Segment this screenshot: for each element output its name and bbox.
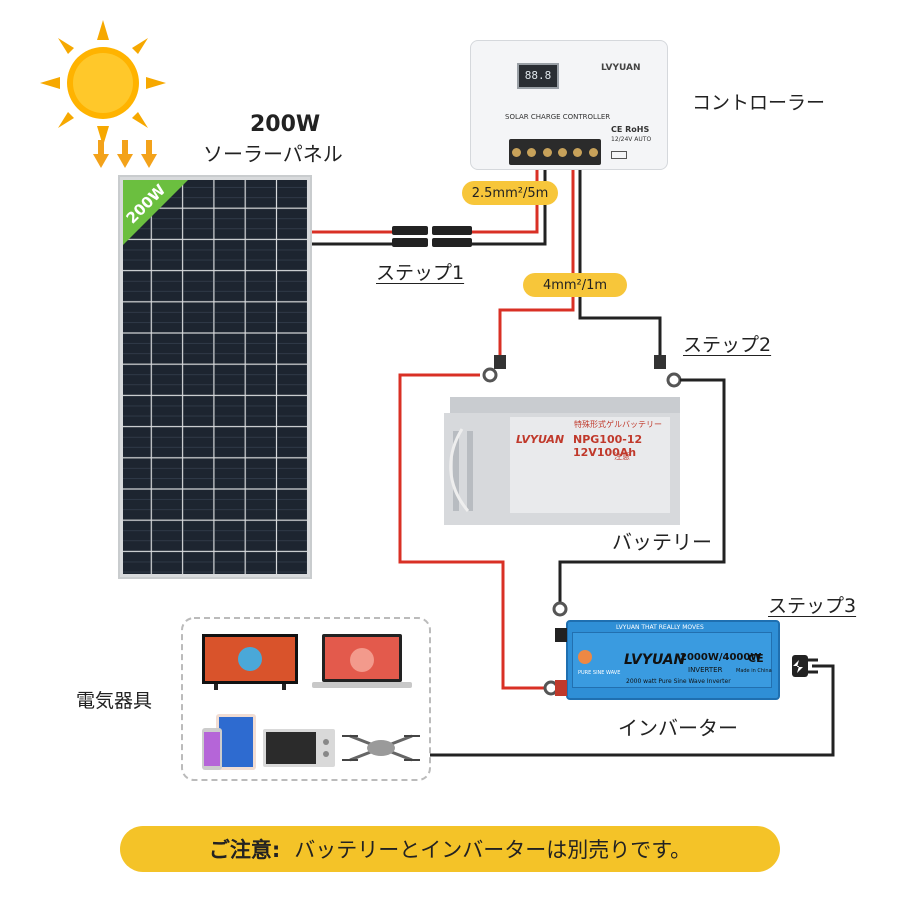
ac-output-wire	[430, 664, 835, 757]
microwave-icon	[262, 728, 336, 768]
inverter-made: Made in China	[736, 668, 772, 674]
inverter: LVYUAN THAT REALLY MOVES LVYUAN 2000W/40…	[566, 620, 780, 700]
battery-warning: 注意	[614, 452, 630, 461]
drone-icon	[340, 728, 422, 768]
inverter-tagline: LVYUAN THAT REALLY MOVES	[616, 624, 704, 631]
step2-label: ステップ2	[683, 334, 772, 356]
inverter-subtitle: 2000 watt Pure Sine Wave Inverter	[626, 678, 731, 685]
battery-negative-wire	[578, 160, 662, 355]
inverter-positive-terminal	[555, 680, 567, 696]
battery: LVYUAN 特殊形式ゲルバッテリー NPG100-12 12V100Ah 注意	[440, 385, 685, 533]
panel-wattage-title: 200W	[250, 112, 321, 137]
tv-icon	[200, 632, 300, 690]
controller-lcd: 88.8	[517, 63, 559, 89]
charge-controller: 88.8 LVYUAN SOLAR CHARGE CONTROLLER CE R…	[470, 40, 668, 170]
battery-name: バッテリー	[612, 530, 712, 554]
battery-cable-label: 4mm²/1m	[523, 273, 627, 297]
inverter-negative-terminal	[555, 628, 567, 642]
controller-model-text: SOLAR CHARGE CONTROLLER	[505, 113, 611, 121]
plug-icon	[792, 655, 818, 677]
appliances-name: 電気器具	[76, 690, 153, 712]
step1-label: ステップ1	[376, 262, 465, 284]
inverter-name: インバーター	[618, 716, 738, 740]
step3-label: ステップ3	[768, 595, 857, 617]
controller-brand: LVYUAN	[601, 63, 641, 73]
phone-tablet-icon	[200, 712, 258, 772]
battery-type: 特殊形式ゲルバッテリー	[574, 420, 662, 429]
panel-cable-label: 2.5mm²/5m	[462, 181, 558, 205]
inverter-logo-icon	[578, 650, 592, 664]
inverter-positive-wire	[398, 373, 545, 690]
laptop-icon	[312, 632, 412, 690]
notice-text: バッテリーとインバーターは別売りです。	[294, 838, 692, 862]
battery-model: NPG100-12 12V100Ah	[573, 433, 643, 459]
controller-voltage: 12/24V AUTO	[611, 136, 652, 143]
inverter-brand: LVYUAN	[624, 652, 686, 668]
battery-positive-wire	[498, 160, 575, 355]
notice-prefix: ご注意:	[208, 838, 281, 862]
sunlight-arrows-icon	[92, 138, 160, 172]
controller-cert: CE RoHS	[611, 125, 650, 134]
inverter-sine: PURE SINE WAVE	[578, 670, 621, 676]
inverter-negative-wire	[558, 378, 726, 602]
battery-brand: LVYUAN	[516, 433, 565, 446]
usb-icon	[611, 151, 627, 159]
controller-terminal-block	[509, 139, 601, 165]
solar-panel: 200W	[118, 175, 312, 579]
inverter-sub: INVERTER	[688, 666, 723, 674]
controller-name: コントローラー	[692, 92, 826, 114]
mc4-connector	[392, 226, 472, 247]
inverter-cert: CE	[748, 652, 764, 665]
appliances-box	[181, 617, 431, 781]
inverter-rating: 2000W/4000W	[680, 652, 762, 663]
sun-icon	[38, 18, 168, 148]
panel-name: ソーラーパネル	[203, 142, 343, 166]
notice-banner: ご注意: バッテリーとインバーターは別売りです。	[120, 826, 780, 872]
